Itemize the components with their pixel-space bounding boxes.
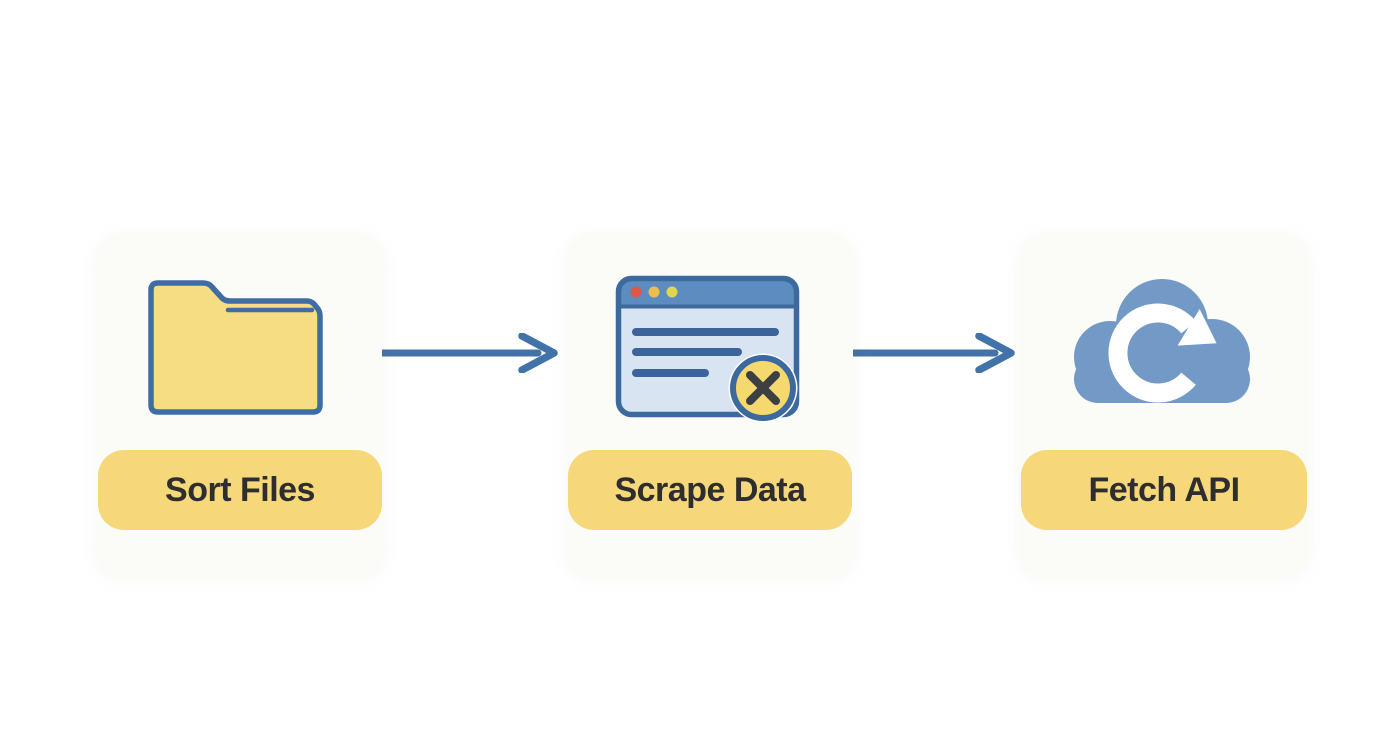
arrow-head (518, 333, 558, 373)
x-icon (746, 371, 780, 405)
sync-arrow-head (1177, 309, 1217, 346)
step-pill-scrape-data: Scrape Data (568, 450, 852, 530)
step-card-scrape-data: Scrape Data (565, 233, 855, 578)
browser-dot-yellow (666, 286, 678, 298)
step-card-sort-files: Sort Files (95, 233, 385, 578)
step-label-scrape-data: Scrape Data (614, 470, 806, 509)
step-label-fetch-api: Fetch API (1088, 470, 1240, 509)
flow-arrow-1 (382, 333, 564, 373)
cloud-sync-icon (1060, 275, 1252, 407)
step-label-sort-files: Sort Files (165, 470, 315, 509)
step-pill-fetch-api: Fetch API (1021, 450, 1307, 530)
folder-icon (148, 280, 323, 415)
browser-outline (615, 275, 800, 418)
arrow-head (975, 333, 1015, 373)
folder-shape (148, 280, 323, 415)
browser-titlebar (618, 278, 797, 306)
browser-error-icon (615, 275, 805, 424)
sync-arrow-arc (1108, 303, 1196, 403)
browser-dot-orange (648, 286, 660, 298)
flow-arrow-2 (853, 333, 1021, 373)
step-pill-sort-files: Sort Files (98, 450, 382, 530)
browser-dot-red (630, 286, 642, 298)
step-card-fetch-api: Fetch API (1018, 233, 1310, 578)
